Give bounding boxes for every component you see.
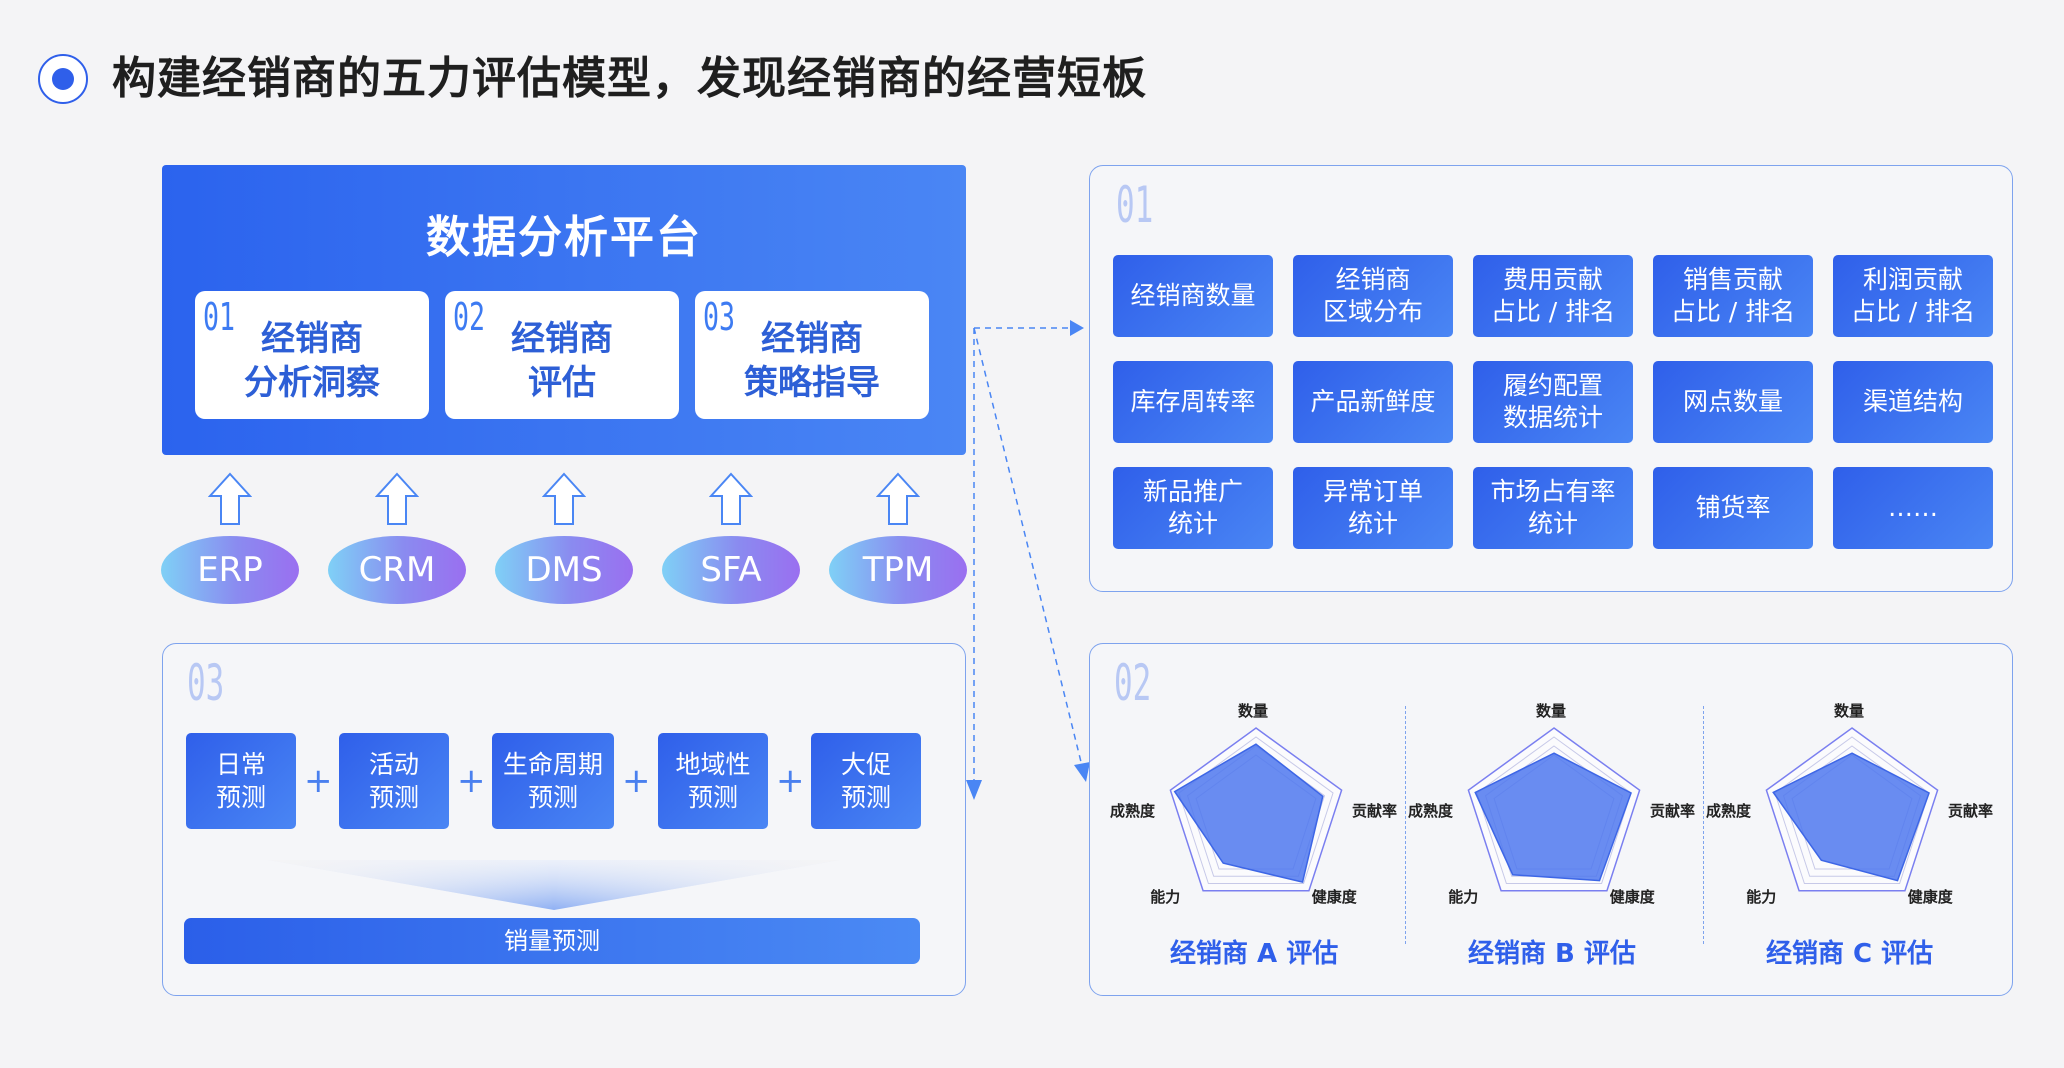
forecast-regional: 地域性 预测	[658, 733, 768, 829]
title-bullet-icon	[38, 54, 88, 104]
radar-data-area	[1772, 752, 1930, 882]
metric-card: 铺货率	[1653, 467, 1813, 549]
up-arrow-icon	[542, 472, 586, 525]
forecast-lifecycle: 生命周期 预测	[492, 733, 614, 829]
metric-card: 经销商 区域分布	[1293, 255, 1453, 337]
module-number: 02	[453, 295, 486, 339]
module-label: 经销商 评估	[511, 319, 613, 403]
radar-axis-label: 数量	[1834, 702, 1865, 720]
radar-title: 经销商 A 评估	[1170, 939, 1339, 969]
platform-title: 数据分析平台	[426, 212, 702, 263]
radar-chart	[1467, 727, 1641, 892]
metric-card: 市场占有率 统计	[1473, 467, 1633, 549]
panel-number: 03	[187, 654, 225, 712]
radar-separator	[1405, 706, 1406, 944]
data-platform-panel: 数据分析平台 01 经销商 分析洞察 02 经销商 评估 03 经销商 策略指导	[162, 165, 966, 455]
metric-card: 异常订单 统计	[1293, 467, 1453, 549]
radar-grid-ring	[1476, 736, 1632, 885]
radar-separator	[1703, 706, 1704, 944]
radar-axis-label: 成熟度	[1110, 802, 1156, 820]
radar-axis-label: 数量	[1238, 702, 1269, 720]
up-arrow-icon	[876, 472, 920, 525]
plus-icon: +	[622, 761, 651, 801]
radar-chart	[1765, 727, 1939, 892]
source-erp: ERP	[161, 536, 299, 604]
metric-card: 费用贡献 占比 / 排名	[1473, 255, 1633, 337]
source-sfa: SFA	[662, 536, 800, 604]
metric-card: ……	[1833, 467, 1993, 549]
radar-title: 经销商 C 评估	[1766, 939, 1934, 969]
forecast-promotion: 大促 预测	[811, 733, 921, 829]
sales-forecast-bar: 销量预测	[184, 918, 920, 964]
metric-card: 产品新鲜度	[1293, 361, 1453, 443]
radar-data-area	[1474, 752, 1632, 882]
radar-axis-label: 成熟度	[1408, 802, 1454, 820]
forecast-activity: 活动 预测	[339, 733, 449, 829]
radar-axis-label: 能力	[1448, 888, 1479, 906]
radar-axis-label: 健康度	[1609, 888, 1655, 906]
module-number: 01	[203, 295, 236, 339]
radar-data-area	[1173, 743, 1324, 883]
module-dealer-evaluation: 02 经销商 评估	[445, 291, 679, 419]
radar-axis-label: 能力	[1746, 888, 1777, 906]
panel-number: 02	[1114, 654, 1152, 712]
radar-grid-ring	[1774, 736, 1930, 885]
module-label: 经销商 分析洞察	[244, 319, 380, 403]
up-arrow-icon	[208, 472, 252, 525]
plus-icon: +	[457, 761, 486, 801]
module-label: 经销商 策略指导	[744, 319, 880, 403]
radar-axis-label: 健康度	[1311, 888, 1357, 906]
radar-axis-label: 能力	[1150, 888, 1181, 906]
radar-chart	[1169, 727, 1343, 892]
module-dealer-strategy: 03 经销商 策略指导	[695, 291, 929, 419]
plus-icon: +	[304, 761, 333, 801]
plus-icon: +	[776, 761, 805, 801]
metric-card: 渠道结构	[1833, 361, 1993, 443]
source-crm: CRM	[328, 536, 466, 604]
radar-axis-label: 贡献率	[1948, 802, 1994, 820]
radar-title: 经销商 B 评估	[1468, 939, 1636, 969]
metric-card: 库存周转率	[1113, 361, 1273, 443]
module-number: 03	[703, 295, 736, 339]
metric-card: 经销商数量	[1113, 255, 1273, 337]
module-dealer-insight: 01 经销商 分析洞察	[195, 291, 429, 419]
radar-axis-label: 健康度	[1907, 888, 1953, 906]
metric-card: 网点数量	[1653, 361, 1813, 443]
connector-arrows	[966, 320, 1090, 800]
up-arrow-icon	[709, 472, 753, 525]
metric-card: 新品推广 统计	[1113, 467, 1273, 549]
page-title: 构建经销商的五力评估模型，发现经销商的经营短板	[112, 53, 1147, 104]
metric-card: 销售贡献 占比 / 排名	[1653, 255, 1813, 337]
panel-number: 01	[1116, 176, 1154, 234]
forecast-daily: 日常 预测	[186, 733, 296, 829]
radar-axis-label: 数量	[1536, 702, 1567, 720]
source-tpm: TPM	[829, 536, 967, 604]
funnel-shape	[268, 860, 840, 910]
source-dms: DMS	[495, 536, 633, 604]
radar-axis-label: 贡献率	[1650, 802, 1696, 820]
metric-card: 履约配置 数据统计	[1473, 361, 1633, 443]
radar-axis-label: 成熟度	[1706, 802, 1752, 820]
up-arrow-icon	[375, 472, 419, 525]
metric-card: 利润贡献 占比 / 排名	[1833, 255, 1993, 337]
radar-axis-label: 贡献率	[1352, 802, 1398, 820]
